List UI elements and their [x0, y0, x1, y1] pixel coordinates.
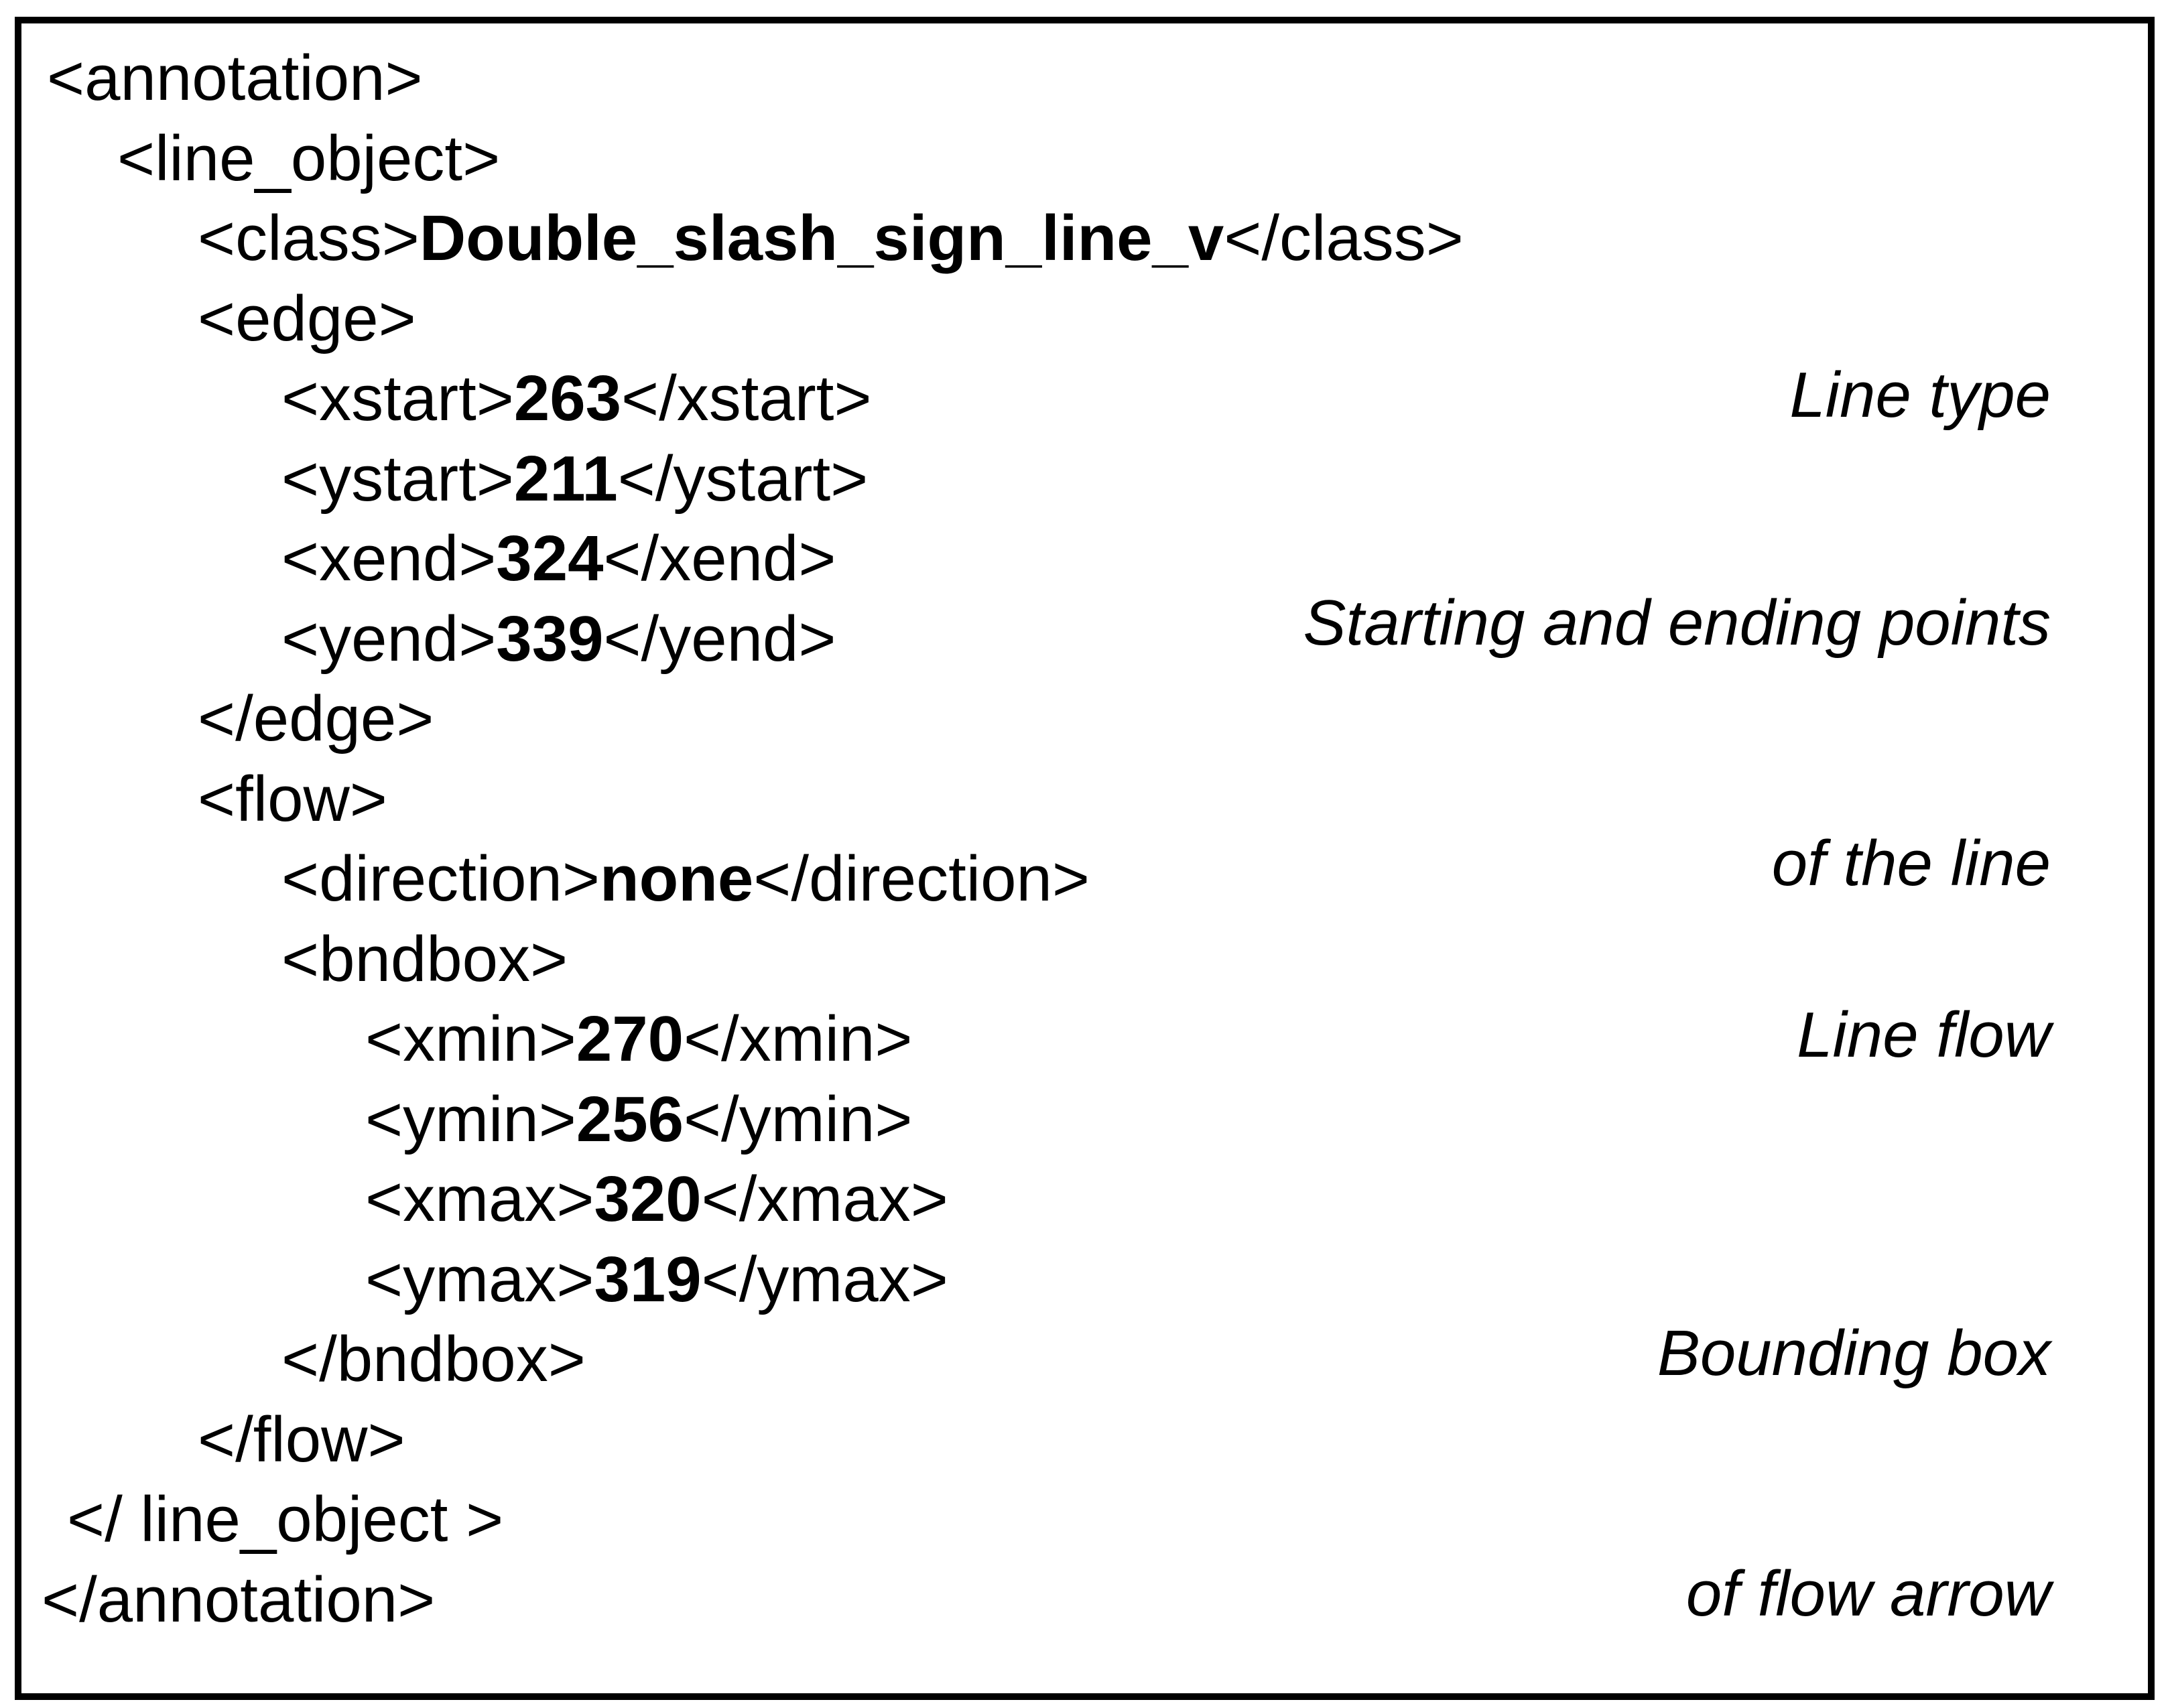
code-line-xmax: <xmax>320</xmax>: [21, 1159, 2148, 1240]
code-line-flow-close: </flow>: [21, 1400, 2148, 1480]
xml-open-tag: <xend>: [281, 523, 497, 594]
code-line-ymin: <ymin>256</ymin>: [21, 1079, 2148, 1160]
xml-value: 339: [496, 602, 604, 675]
callout-text-line-2: of flow arrow: [1685, 1557, 2051, 1630]
xml-close-tag: </direction>: [753, 843, 1090, 915]
xml-open-tag: <class>: [198, 202, 420, 274]
xml-code-listing: <annotation> <line_object> <class>Double…: [21, 38, 2148, 1640]
xml-open-tag: <flow>: [198, 763, 387, 835]
xml-close-tag: </annotation>: [42, 1563, 436, 1636]
xml-open-tag: <xmax>: [365, 1163, 594, 1235]
xml-open-tag: <yend>: [281, 602, 497, 675]
code-line-annotation-open: <annotation>: [21, 38, 2148, 119]
code-line-xmin: <xmin>270</xmin>: [21, 999, 2148, 1079]
xml-open-tag: <direction>: [281, 843, 600, 915]
code-line-bndbox-close: </bndbox>: [21, 1319, 2148, 1400]
xml-open-tag: <ymin>: [365, 1083, 576, 1155]
xml-close-tag: </xmin>: [683, 1003, 913, 1075]
callout-text-line-1: Starting and ending points: [1303, 587, 2051, 659]
code-line-yend: <yend>339</yend>: [21, 599, 2148, 679]
code-line-direction: <direction>none</direction>: [21, 839, 2148, 919]
code-line-class: <class>Double_slash_sign_line_v</class>: [21, 198, 2148, 279]
xml-open-tag: <xstart>: [281, 363, 514, 434]
xml-value: Double_slash_sign_line_v: [419, 202, 1224, 274]
xml-value: 270: [576, 1003, 684, 1075]
code-line-line-object-open: <line_object>: [21, 119, 2148, 199]
code-line-ymax: <ymax>319</ymax>: [21, 1240, 2148, 1320]
xml-value: 263: [513, 363, 621, 434]
xml-close-tag: </ymax>: [701, 1243, 948, 1315]
xml-open-tag: <ystart>: [281, 442, 514, 515]
xml-value: 319: [594, 1243, 702, 1315]
xml-close-tag: </xend>: [603, 523, 836, 594]
code-line-flow-open: <flow>: [21, 759, 2148, 840]
xml-close-tag: </xmax>: [701, 1163, 948, 1235]
xml-close-tag: </flow>: [198, 1403, 405, 1475]
callout-text: Line type: [1789, 359, 2051, 431]
xml-close-tag: </class>: [1224, 202, 1464, 274]
xml-open-tag: <xmin>: [365, 1003, 576, 1075]
xml-open-tag: <line_object>: [117, 122, 501, 194]
callout-line-type: Line type: [1789, 195, 2051, 596]
xml-close-tag: </ line_object >: [67, 1484, 504, 1555]
xml-open-tag: <annotation>: [47, 42, 423, 114]
xml-close-tag: </bndbox>: [281, 1323, 586, 1395]
xml-close-tag: </edge>: [198, 683, 434, 754]
xml-close-tag: </xstart>: [621, 363, 872, 434]
code-line-annotation-close: </annotation>: [21, 1560, 2148, 1640]
callout-line-flow: Line flow: [1797, 835, 2051, 1236]
callout-flow-bounding-box: Bounding box of flow arrow: [1657, 1153, 2051, 1708]
code-line-edge-close: </edge>: [21, 679, 2148, 759]
callout-text-line-2: of the line: [1771, 827, 2051, 899]
xml-open-tag: <bndbox>: [281, 923, 568, 995]
code-line-edge-open: <edge>: [21, 279, 2148, 359]
annotation-xml-box: <annotation> <line_object> <class>Double…: [15, 17, 2155, 1700]
xml-close-tag: </yend>: [603, 602, 836, 675]
code-line-bndbox-open: <bndbox>: [21, 919, 2148, 1000]
xml-value: 211: [513, 442, 618, 515]
code-line-xstart: <xstart>263</xstart>: [21, 358, 2148, 439]
xml-open-tag: <edge>: [198, 282, 416, 354]
code-line-ystart: <ystart>211</ystart>: [21, 439, 2148, 519]
xml-close-tag: </ystart>: [617, 442, 869, 515]
callout-text-line-1: Bounding box: [1657, 1317, 2051, 1389]
xml-close-tag: </ymin>: [683, 1083, 913, 1155]
code-line-xend: <xend>324</xend>: [21, 519, 2148, 599]
callout-text: Line flow: [1797, 999, 2051, 1071]
xml-open-tag: <ymax>: [365, 1243, 594, 1315]
xml-value: none: [599, 843, 754, 915]
code-line-line-object-close: </ line_object >: [21, 1480, 2148, 1560]
callout-start-end-points: Starting and ending points of the line: [1303, 423, 2051, 1063]
xml-value: 256: [576, 1083, 684, 1155]
xml-value: 320: [594, 1163, 702, 1235]
xml-value: 324: [496, 523, 604, 594]
